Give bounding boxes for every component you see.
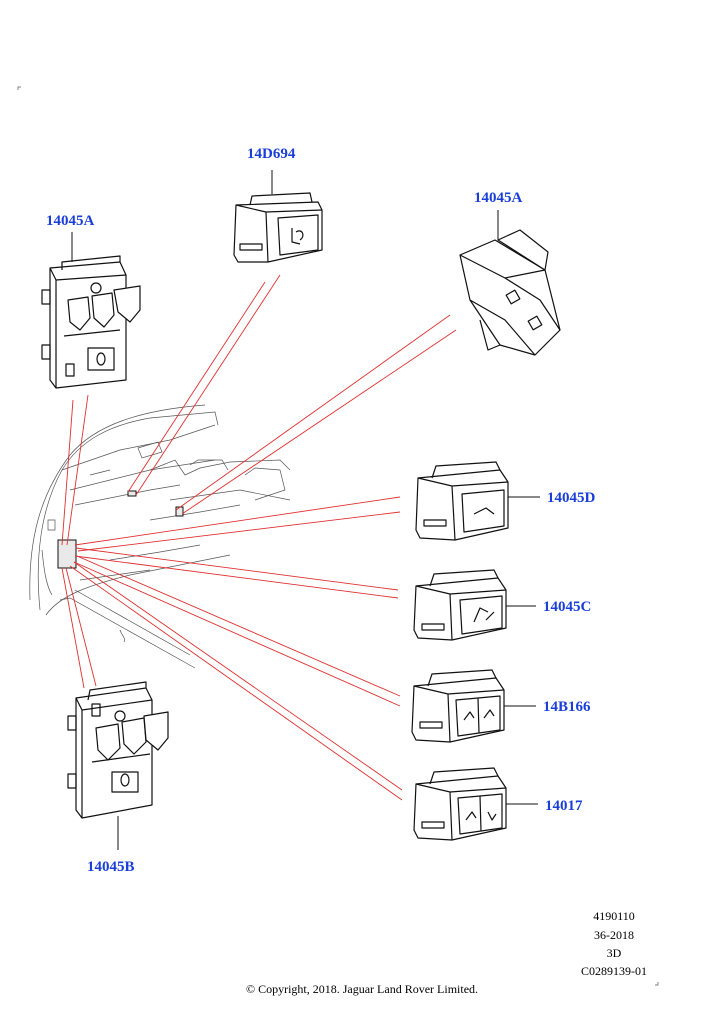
switch-14D694 (233, 170, 323, 263)
part-label-14017: 14017 (545, 798, 583, 814)
copyright-notice: © Copyright, 2018. Jaguar Land Rover Lim… (245, 982, 479, 996)
reference-date: 36-2018 (594, 928, 634, 942)
reference-code: C0289139-01 (581, 964, 647, 978)
leader-lines (61, 274, 457, 801)
part-label-14B166: 14B166 (543, 699, 591, 715)
switch-14017 (413, 767, 538, 841)
vehicle-interior (29, 404, 291, 669)
corner-mark (655, 982, 659, 986)
part-label-14045D: 14045D (547, 490, 596, 506)
corner-mark (17, 86, 21, 90)
part-label-14045A-left: 14045A (46, 213, 95, 229)
reference-number: 4190110 (593, 909, 635, 923)
part-label-14D694: 14D694 (247, 146, 296, 162)
reference-view: 3D (606, 946, 622, 960)
part-label-14045A-right: 14045A (474, 190, 523, 206)
switch-14045B (67, 681, 169, 850)
part-label-14045C: 14045C (543, 599, 592, 615)
switch-14B166 (411, 669, 536, 743)
switch-14045A-left (41, 232, 141, 389)
switch-14045C (413, 569, 536, 641)
switch-14045D (415, 461, 540, 541)
part-label-14045B: 14045B (87, 859, 135, 875)
switch-14045A-right (459, 210, 561, 356)
